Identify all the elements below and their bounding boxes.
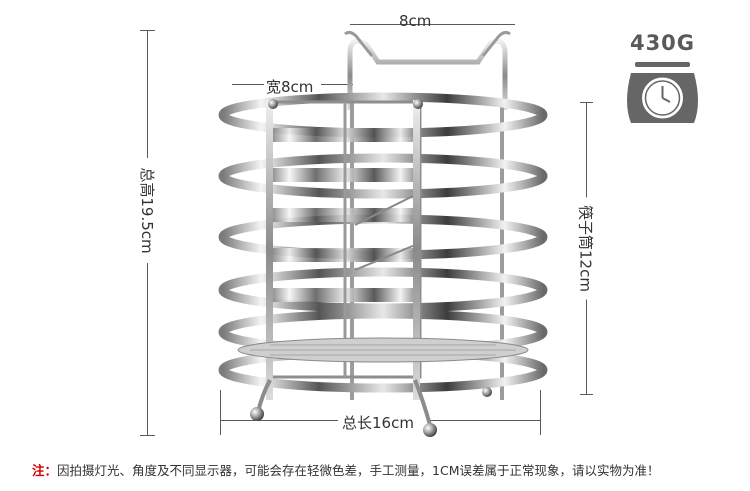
- total-length-line-left: [220, 420, 338, 421]
- handle: [347, 38, 508, 110]
- total-length-label: 总长16cm: [342, 414, 414, 432]
- disclaimer-prefix: 注：: [32, 463, 58, 478]
- weight-value: 430G: [629, 31, 696, 55]
- top-width-line-right: [321, 84, 353, 85]
- top-width-label: 宽8cm: [266, 78, 314, 96]
- weight-badge: 430G: [615, 28, 710, 133]
- leg-right: [413, 379, 432, 426]
- total-length-tick-right: [540, 390, 541, 435]
- foot-ball-right: [423, 423, 437, 437]
- total-height-tick-top: [140, 30, 155, 31]
- foot-ball-left: [250, 407, 264, 421]
- total-length-line-right: [428, 420, 540, 421]
- handle-width-label: 8cm: [399, 12, 432, 30]
- disclaimer-note: 注：因拍摄灯光、角度及不同显示器，可能会存在轻微色差，手工测量，1CM误差属于正…: [32, 460, 659, 479]
- cylinder-height-tick-bottom: [580, 394, 593, 395]
- total-height-tick-bottom: [140, 435, 155, 436]
- total-length-tick-left: [220, 390, 221, 435]
- handle-width-line: [350, 24, 515, 25]
- scale-icon: [627, 62, 698, 123]
- cylinder-height-tick-top: [580, 102, 593, 103]
- disclaimer-text: 因拍摄灯光、角度及不同显示器，可能会存在轻微色差，手工测量，1CM误差属于正常现…: [57, 463, 660, 478]
- top-width-line-left: [232, 84, 264, 85]
